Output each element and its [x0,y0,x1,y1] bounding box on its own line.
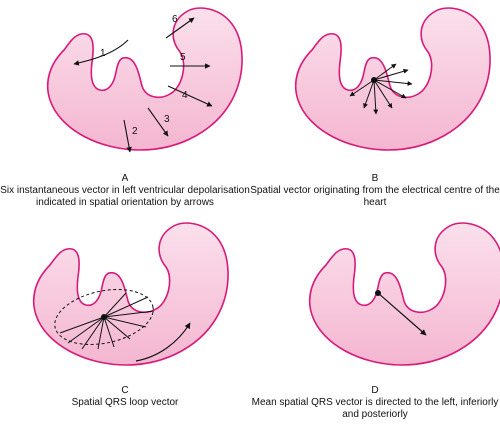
caption-text-d: Mean spatial QRS vector is directed to t… [251,397,499,420]
vector-number-4: 4 [182,90,188,101]
vector-number-3: 3 [164,114,170,125]
mean-qrs-vector [377,292,427,336]
heart-shape-c [32,222,229,366]
loop-vector-7 [103,316,147,328]
caption-text-c: Spatial QRS loop vector [71,397,179,408]
panel-letter-c: C [121,385,129,396]
panel-c-diagram [32,222,229,366]
panel-b-diagram [294,7,491,151]
heart-shape-b [294,7,491,151]
spatial-vector-4 [373,79,393,109]
loop-vector-3 [81,316,105,350]
spatial-vector-2 [363,79,375,109]
loop-vector-10 [103,292,127,318]
loop-vector-9 [103,296,149,318]
loop-vector-6 [103,316,131,340]
vector-arrow-4 [167,85,213,107]
panel-letter-d: D [371,385,379,396]
panel-a-diagram: 1 2 3 4 5 6 [46,7,243,153]
loop-vector-5 [103,316,115,348]
loop-vector-1 [59,316,105,334]
vector-number-5: 5 [180,52,186,63]
vector-arrow-1 [73,39,129,66]
caption-a: A Six instantaneous vector in left ventr… [0,173,250,209]
vector-number-2: 2 [132,126,138,137]
loop-vector-8 [103,310,155,318]
vector-arrow-2 [123,119,132,153]
heart-shape-a [46,7,243,151]
caption-c: C Spatial QRS loop vector [0,385,250,409]
caption-text-a: Six instantaneous vector in left ventric… [0,185,250,208]
caption-text-b: Spatial vector originating from the elec… [250,185,500,208]
vector-number-1: 1 [100,48,106,59]
caption-d: D Mean spatial QRS vector is directed to… [250,385,500,421]
spatial-vector-1 [349,79,375,97]
loop-vector-2 [67,316,105,344]
panel-letter-b: B [371,173,379,184]
loop-direction-arrow [135,322,191,362]
panel-d-diagram [308,222,500,366]
spatial-vector-5 [373,79,407,99]
vector-number-6: 6 [172,14,178,25]
spatial-vector-8 [373,63,397,81]
vector-arrow-6 [165,17,195,39]
vector-arrow-3 [147,107,169,137]
loop-vector-4 [97,316,105,350]
spatial-vector-3 [373,79,379,115]
spatial-vector-6 [373,79,413,87]
caption-b: B Spatial vector originating from the el… [250,173,500,209]
panel-letter-a: A [121,173,129,184]
qrs-loop-ellipse [54,289,154,345]
spatial-vector-7 [373,68,409,81]
heart-shape-d [308,222,500,366]
